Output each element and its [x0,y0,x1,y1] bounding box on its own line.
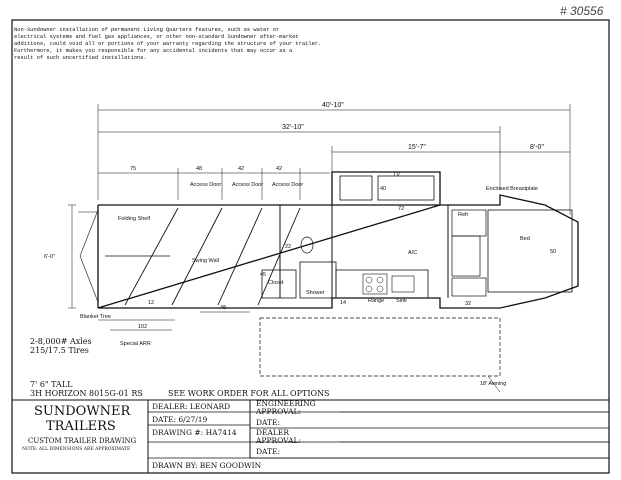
disclaimer-line: result of such uncertified installations… [14,55,147,61]
range [362,273,388,295]
sheet-border [11,19,610,474]
stall-divider [171,207,223,306]
dimensions-note: NOTE: ALL DIMENSIONS ARE APPROXIMATE [22,447,131,452]
disclaimer-line: electrical systems and fuel gas applianc… [14,34,299,40]
access-door-label: Access Door [272,182,303,188]
dim-overall-label: 40'-10" [322,102,344,109]
dealer-approval-label: DEALER [256,428,290,437]
dim-40-label: 40 [380,186,386,192]
shower-label: Shower [306,290,325,296]
dim-22-label: 22 [285,244,291,250]
toilet [300,236,314,254]
sofa [339,175,373,201]
access-door-label: Access Door [190,182,221,188]
closet [261,269,297,299]
special-arr-label: Special ARR [120,341,151,347]
ac-label: A/C [408,250,417,256]
dealer-approval-label2: APPROVAL: [256,436,302,445]
awning [259,317,501,377]
dim-75-label: 75 [130,166,136,172]
dim-32-label: 32 [465,301,471,307]
work-order-note: SEE WORK ORDER FOR ALL OPTIONS [168,389,330,398]
stall-divider [217,207,263,306]
stall-divider [257,207,301,306]
closet-label: Closet [268,280,284,286]
engineering-approval-label2: APPROVAL: [256,407,302,416]
axles-label: 2-8,000# Axles [30,337,92,346]
dim-gooseneck-label: 8'-0" [530,144,544,151]
bed-platform [487,209,573,293]
side-cabinet [451,235,481,277]
dim-45-label: 45 [260,272,266,278]
engineering-approval-label: ENGINEERING [256,399,316,408]
dealer-field: DEALER: LEONARD [152,402,231,411]
stall-divider [124,207,179,306]
enclosed-breastplate-label: Enclosed Breastplate [486,186,538,192]
dim-horse-label: 32'-10" [282,124,304,131]
dinette [377,175,435,201]
company-name-line2: TRAILERS [46,419,116,434]
tv-label: TV [393,172,400,178]
dim-48b-label: 48 [220,305,226,311]
range-label: Range [368,298,384,304]
disclaimer-line: Non-Sundowner installation of permanent … [14,27,280,33]
engineering-date: DATE: [256,418,281,427]
dim-42b-label: 42 [276,166,282,172]
drawn-by-field: DRAWN BY: BEN GOODWIN [152,461,262,470]
dim-lq-label: 15'-7" [408,144,426,151]
dim-102-label: 102 [138,324,147,330]
dim-50-label: 50 [550,249,556,255]
sink [391,275,415,293]
dim-12-label: 12 [148,300,154,306]
blanket-tree-label: Blanket Tree [80,314,111,320]
swing-wall-label: Swing Wall [192,258,219,264]
folding-shelf-label: Folding Shelf [118,216,151,222]
dim-42a-label: 42 [238,166,244,172]
disclaimer-line: Furthermore, it makes you responsible fo… [14,48,293,54]
awning-label: 18' Awning [480,381,506,387]
tires-label: 215/17.5 Tires [30,346,89,355]
sink-label: Sink [396,298,407,304]
height-spec: 7' 6" TALL [30,380,73,389]
kitchen-counter [335,269,429,299]
dealer-date: DATE: [256,447,281,456]
disclaimer-line: additions, could void all or portions of… [14,41,322,47]
fridge-label: Refr [458,212,469,218]
dim-14-label: 14 [340,300,346,306]
dim-48-label: 48 [196,166,202,172]
stamp-number: # 30556 [560,4,604,18]
access-door-label: Access Door [232,182,263,188]
drawing-subtitle: CUSTOM TRAILER DRAWING [28,437,137,445]
trailer-outline [97,171,579,309]
dim-height-label: 6'-0" [44,254,55,260]
date-field: DATE: 6/27/19 [152,415,208,424]
model-spec: 3H HORIZON 8015G-01 RS [30,389,143,398]
company-name-line1: SUNDOWNER [34,404,131,419]
drawing-number-field: DRAWING #: HA7414 [152,428,237,437]
dim-72-label: 72 [398,206,404,212]
step-cabinet [451,277,487,297]
bed-label: Bed [520,236,530,242]
